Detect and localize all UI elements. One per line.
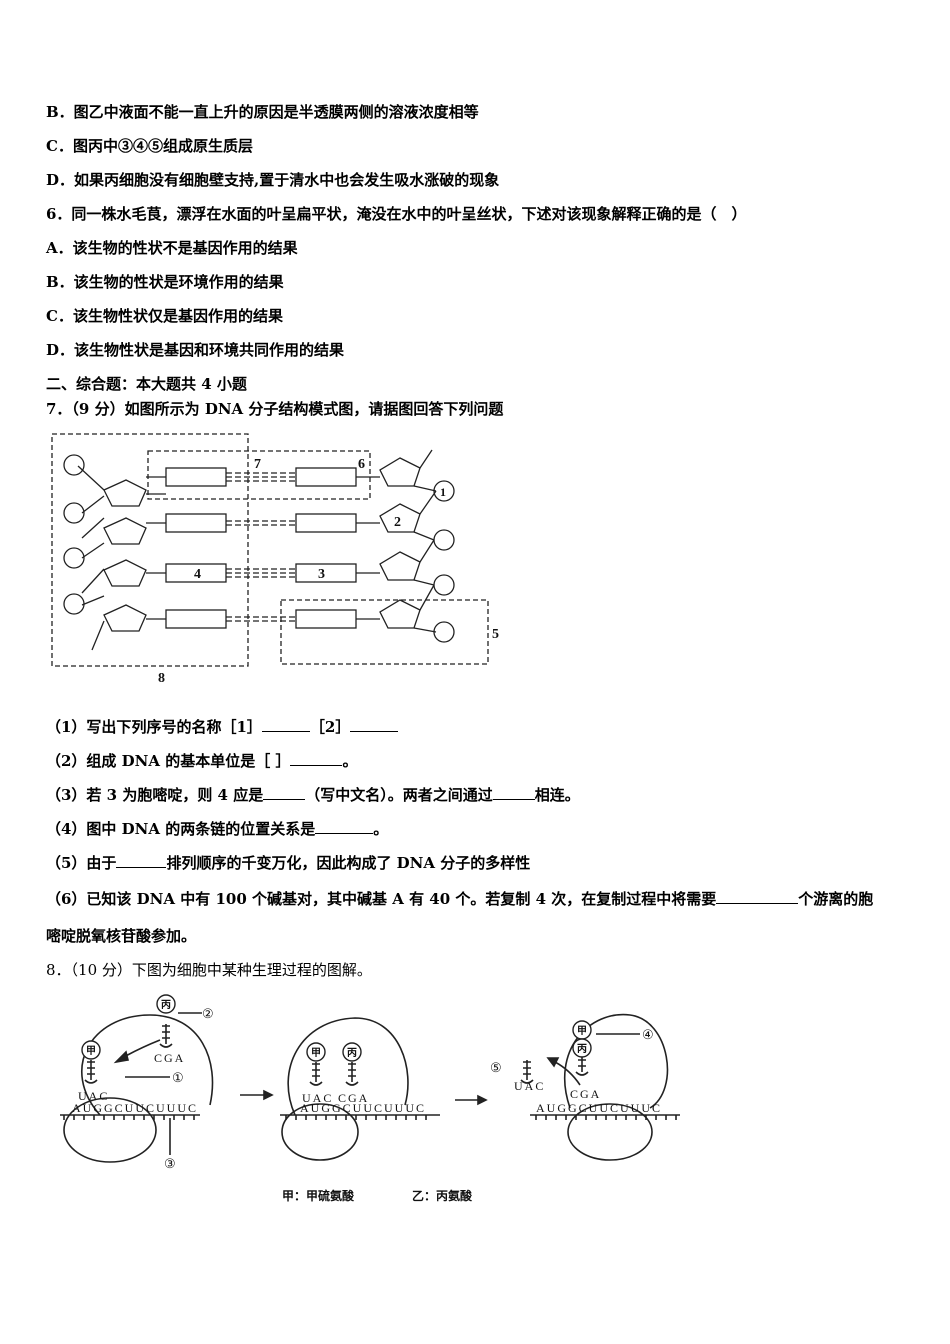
q7-sub3: （3）若 3 为胞嘧啶，则 4 应是 （写中文名）。两者之间通过 相连。 xyxy=(46,785,580,805)
amino-bing-2: 丙 xyxy=(347,1047,357,1059)
anticodon-5: UAC xyxy=(514,1079,545,1093)
q7-sub6-text-b: 个游离的胞 xyxy=(798,890,874,908)
q7-stem: 7．（9 分）如图所示为 DNA 分子结构模式图，请据图回答下列问题 xyxy=(46,400,504,418)
anticodon-6: CGA xyxy=(570,1087,601,1101)
marker-4: ④ xyxy=(642,1027,654,1042)
q7-sub4: （4）图中 DNA 的两条链的位置关系是 。 xyxy=(46,819,388,839)
mrna-3: AUGGCUUCUUUC xyxy=(536,1101,662,1115)
q6-option-d: D．该生物性状是基因和环境共同作用的结果 xyxy=(46,341,345,359)
anticodon-4: CGA xyxy=(338,1091,369,1105)
q7-sub2: （2）组成 DNA 的基本单位是［ ］ 。 xyxy=(46,751,357,771)
q7-sub4-text-b: 。 xyxy=(373,820,389,838)
label-7: 7 xyxy=(254,457,261,472)
q7-sub2-text-a: （2）组成 DNA 的基本单位是［ ］ xyxy=(46,752,291,770)
translation-diagram: 甲 丙 甲 丙 甲 丙 UAC CGA UAC CGA UAC CGA AUGG… xyxy=(60,994,680,1203)
amino-bing-3: 丙 xyxy=(577,1043,587,1055)
q6-option-a: A．该生物的性状不是基因作用的结果 xyxy=(46,239,298,257)
q7-sub5-text-a: （5）由于 xyxy=(46,854,117,872)
q7-sub3-text-a: （3）若 3 为胞嘧啶，则 4 应是 xyxy=(46,786,264,804)
q8-stem: 8．（10 分）下图为细胞中某种生理过程的图解。 xyxy=(46,961,372,979)
label-6: 6 xyxy=(358,457,365,472)
answer-blank-3[interactable] xyxy=(290,751,343,766)
answer-blank-5[interactable] xyxy=(492,785,535,800)
q7-sub3-text-c: 相连。 xyxy=(534,786,580,804)
q7-sub6-cont: 嘧啶脱氧核苷酸参加。 xyxy=(46,927,197,945)
q7-sub6: （6）已知该 DNA 中有 100 个碱基对，其中碱基 A 有 40 个。若复制… xyxy=(46,889,873,909)
label-2: 2 xyxy=(394,515,401,530)
marker-2: ② xyxy=(202,1006,214,1021)
answer-blank-4[interactable] xyxy=(263,785,306,800)
answer-blank-1[interactable] xyxy=(261,717,310,732)
mrna-2: AUGGCUUCUUUC xyxy=(300,1101,426,1115)
label-1: 1 xyxy=(440,485,446,499)
amino-jia-2: 甲 xyxy=(311,1047,321,1059)
marker-1: ① xyxy=(172,1070,184,1085)
q6-stem: 6．同一株水毛茛，漂浮在水面的叶呈扁平状，淹没在水中的叶呈丝状，下述对该现象解释… xyxy=(46,205,747,223)
amino-jia-3: 甲 xyxy=(577,1025,587,1037)
label-5: 5 xyxy=(492,627,499,642)
label-4: 4 xyxy=(194,567,201,582)
q7-sub5-text-b: 排列顺序的千变万化，因此构成了 DNA 分子的多样性 xyxy=(166,854,531,872)
q7-sub1-text-a: （1）写出下列序号的名称［1］ xyxy=(46,718,262,736)
q7-sub2-text-b: 。 xyxy=(342,752,358,770)
answer-blank-7[interactable] xyxy=(116,853,167,868)
q5-option-b: B．图乙中液面不能一直上升的原因是半透膜两侧的溶液浓度相等 xyxy=(46,103,479,121)
mrna-1: AUGGCUUCUUUC xyxy=(72,1101,198,1115)
q7-sub5: （5）由于 排列顺序的千变万化，因此构成了 DNA 分子的多样性 xyxy=(46,853,530,873)
q6-option-b: B．该生物的性状是环境作用的结果 xyxy=(46,273,284,291)
anticodon-3: UAC xyxy=(302,1091,333,1105)
q7-sub6-text-a: （6）已知该 DNA 中有 100 个碱基对，其中碱基 A 有 40 个。若复制… xyxy=(46,890,717,908)
legend-jia: 甲：甲硫氨酸 xyxy=(282,1188,355,1203)
q7-sub4-text-a: （4）图中 DNA 的两条链的位置关系是 xyxy=(46,820,316,838)
answer-blank-6[interactable] xyxy=(315,819,374,834)
answer-blank-2[interactable] xyxy=(350,717,399,732)
answer-blank-8[interactable] xyxy=(716,889,799,904)
section-heading: 二、综合题：本大题共 4 小题 xyxy=(46,375,247,393)
q7-sub1-text-b: ［2］ xyxy=(309,718,351,736)
marker-5: ⑤ xyxy=(490,1060,502,1075)
q5-option-c: C．图丙中③④⑤组成原生质层 xyxy=(46,137,253,155)
dna-structure-diagram: 7 6 1 2 3 4 5 8 xyxy=(51,433,499,686)
q6-option-c: C．该生物性状仅是基因作用的结果 xyxy=(46,307,283,325)
label-8: 8 xyxy=(158,671,165,686)
q7-sub1: （1）写出下列序号的名称［1］ ［2］ xyxy=(46,717,399,737)
amino-bing-1: 丙 xyxy=(161,999,171,1011)
legend-yi: 乙：丙氨酸 xyxy=(412,1188,473,1203)
anticodon-1: UAC xyxy=(78,1089,109,1103)
q7-sub3-text-b: （写中文名）。两者之间通过 xyxy=(305,786,493,804)
amino-jia-1: 甲 xyxy=(86,1045,96,1057)
anticodon-2: CGA xyxy=(154,1051,185,1065)
label-3: 3 xyxy=(318,567,325,582)
marker-3: ③ xyxy=(164,1156,176,1171)
q5-option-d: D．如果丙细胞没有细胞壁支持,置于清水中也会发生吸水涨破的现象 xyxy=(46,171,500,189)
